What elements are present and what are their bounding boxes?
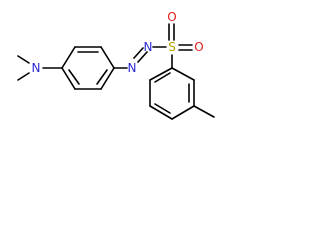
sulfur-label: S <box>168 40 176 54</box>
chemical-structure-canvas: N N N S O O <box>0 0 236 141</box>
oxygen-right-label: O <box>194 40 203 54</box>
azo-double-bond-a <box>137 51 148 63</box>
molecule-drawing: N N N S O O <box>17 10 215 120</box>
azo-nitrogen-left-label: N <box>128 61 137 75</box>
methyl-bond-top <box>17 55 30 64</box>
oxygen-top-label: O <box>167 10 176 24</box>
methyl-bond-bottom <box>17 72 30 81</box>
azo-nitrogen-right-label: N <box>144 40 153 54</box>
right-benzene-ring <box>149 67 195 120</box>
aryl-methyl-bond <box>193 105 215 118</box>
azo-double-bond-b <box>133 47 144 59</box>
left-benzene-ring <box>61 46 115 90</box>
amine-nitrogen-label: N <box>32 61 41 75</box>
